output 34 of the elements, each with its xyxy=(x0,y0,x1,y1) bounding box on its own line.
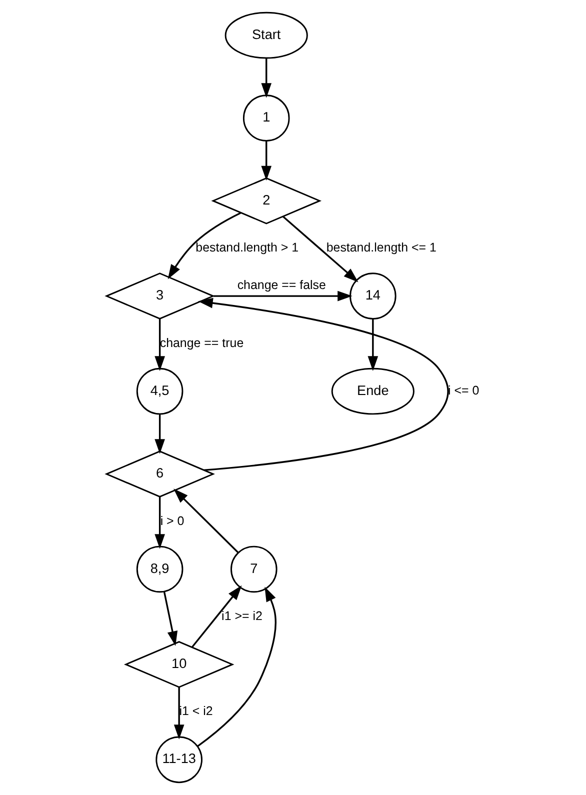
node-ellipse: Ende xyxy=(331,368,414,415)
arrow xyxy=(154,414,165,454)
arrow xyxy=(197,586,276,747)
arrow xyxy=(163,592,178,646)
arrow xyxy=(198,298,449,471)
arrow xyxy=(214,290,352,302)
edge-label: bestand.length <= 1 xyxy=(326,240,436,255)
arrow xyxy=(174,488,239,554)
edge-label: i1 < i2 xyxy=(179,704,213,718)
edge-label: i <= 0 xyxy=(448,383,480,398)
arrow xyxy=(168,212,242,280)
node-ellipse: Start xyxy=(224,12,308,59)
node-diamond: 2 xyxy=(211,177,322,224)
edge-label: change == false xyxy=(237,278,326,292)
node-circle: 7 xyxy=(230,546,278,593)
edge-label: i1 >= i2 xyxy=(222,609,262,624)
arrow xyxy=(261,58,272,98)
edge-label: i > 0 xyxy=(160,514,184,528)
node-circle: 4,5 xyxy=(136,368,184,415)
node-circle: 1 xyxy=(242,94,290,142)
node-diamond: 6 xyxy=(104,450,215,498)
node-circle: 11-13 xyxy=(156,736,202,784)
node-diamond: 10 xyxy=(124,640,234,688)
node-circle: 14 xyxy=(350,272,396,320)
edge-label: change == true xyxy=(160,336,244,350)
arrow xyxy=(368,318,378,371)
arrow xyxy=(154,496,165,549)
edge-label: bestand.length > 1 xyxy=(196,240,299,255)
node-circle: 8,9 xyxy=(136,546,184,593)
arrow xyxy=(174,687,184,740)
arrow xyxy=(192,585,242,648)
arrow xyxy=(282,216,358,282)
arrow xyxy=(154,318,165,371)
arrow xyxy=(261,140,272,181)
